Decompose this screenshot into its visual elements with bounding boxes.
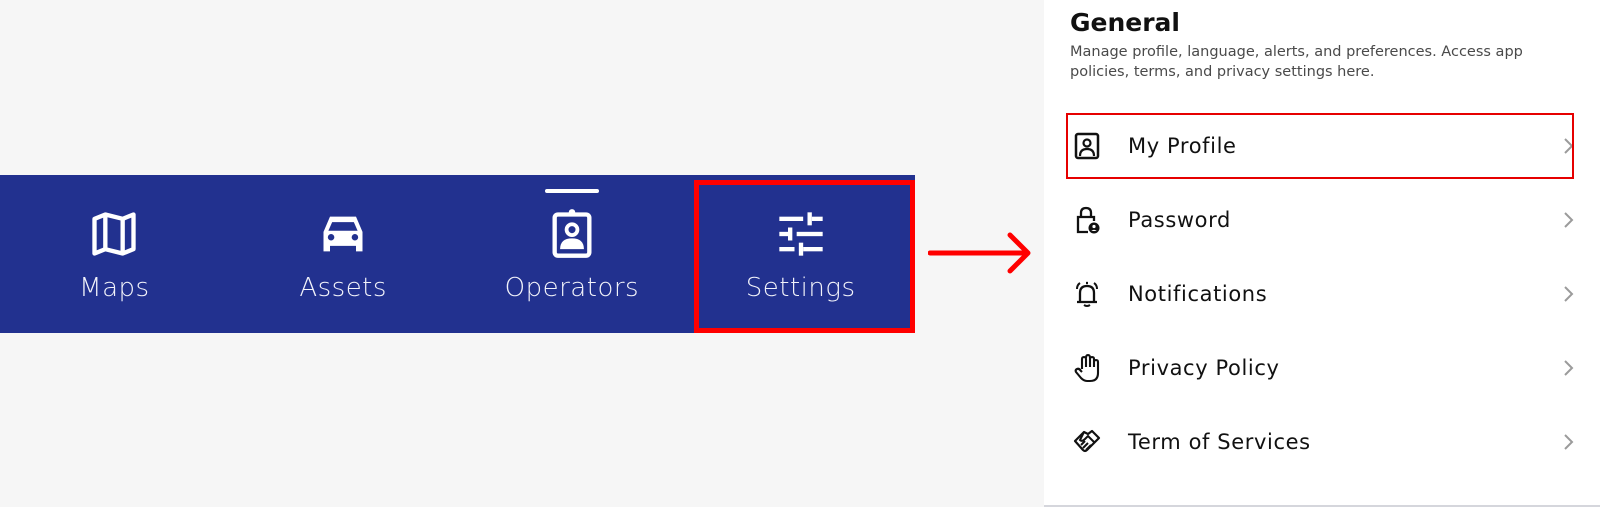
handshake-icon: [1073, 429, 1101, 453]
chevron-right-icon: [1564, 212, 1574, 228]
hand-icon: [1074, 353, 1100, 383]
settings-panel: General Manage profile, language, alerts…: [1044, 0, 1600, 507]
section-description: Manage profile, language, alerts, and pr…: [1070, 44, 1523, 80]
menu-item-privacy-policy[interactable]: Privacy Policy: [1068, 335, 1588, 401]
id-badge-icon: [552, 209, 592, 258]
menu-item-password[interactable]: Password: [1068, 187, 1588, 253]
menu-label: Notifications: [1128, 282, 1268, 306]
menu-item-term-of-services[interactable]: Term of Services: [1068, 409, 1588, 475]
menu-label: Password: [1128, 208, 1231, 232]
nav-item-maps[interactable]: Maps: [0, 175, 229, 333]
menu-label: Privacy Policy: [1128, 356, 1280, 380]
chevron-right-icon: [1564, 286, 1574, 302]
nav-label-operators: Operators: [504, 273, 640, 303]
lock-user-icon: [1076, 206, 1100, 234]
profile-icon: [1074, 132, 1100, 160]
bottom-nav-bar: Maps Assets Operators: [0, 175, 915, 333]
right-arrow-icon: [928, 232, 1031, 274]
sliders-icon: [778, 212, 823, 256]
menu-item-notifications[interactable]: Notifications: [1068, 261, 1588, 327]
chevron-right-icon: [1564, 434, 1574, 450]
menu-label: Term of Services: [1128, 430, 1311, 454]
nav-item-operators[interactable]: Operators: [458, 175, 687, 333]
panel-bottom-divider: [1044, 505, 1600, 507]
chevron-right-icon: [1564, 360, 1574, 376]
bell-ringing-icon: [1076, 281, 1098, 307]
section-title: General: [1070, 8, 1180, 37]
chevron-right-icon: [1564, 138, 1574, 154]
car-icon: [323, 216, 363, 252]
nav-item-settings[interactable]: Settings: [686, 175, 915, 333]
nav-label-settings: Settings: [745, 273, 856, 303]
menu-item-my-profile[interactable]: My Profile: [1068, 113, 1588, 179]
nav-label-maps: Maps: [79, 273, 150, 303]
nav-label-assets: Assets: [299, 273, 387, 303]
active-indicator: [544, 189, 599, 193]
map-icon: [92, 212, 137, 256]
menu-label: My Profile: [1128, 134, 1237, 158]
nav-item-assets[interactable]: Assets: [229, 175, 458, 333]
